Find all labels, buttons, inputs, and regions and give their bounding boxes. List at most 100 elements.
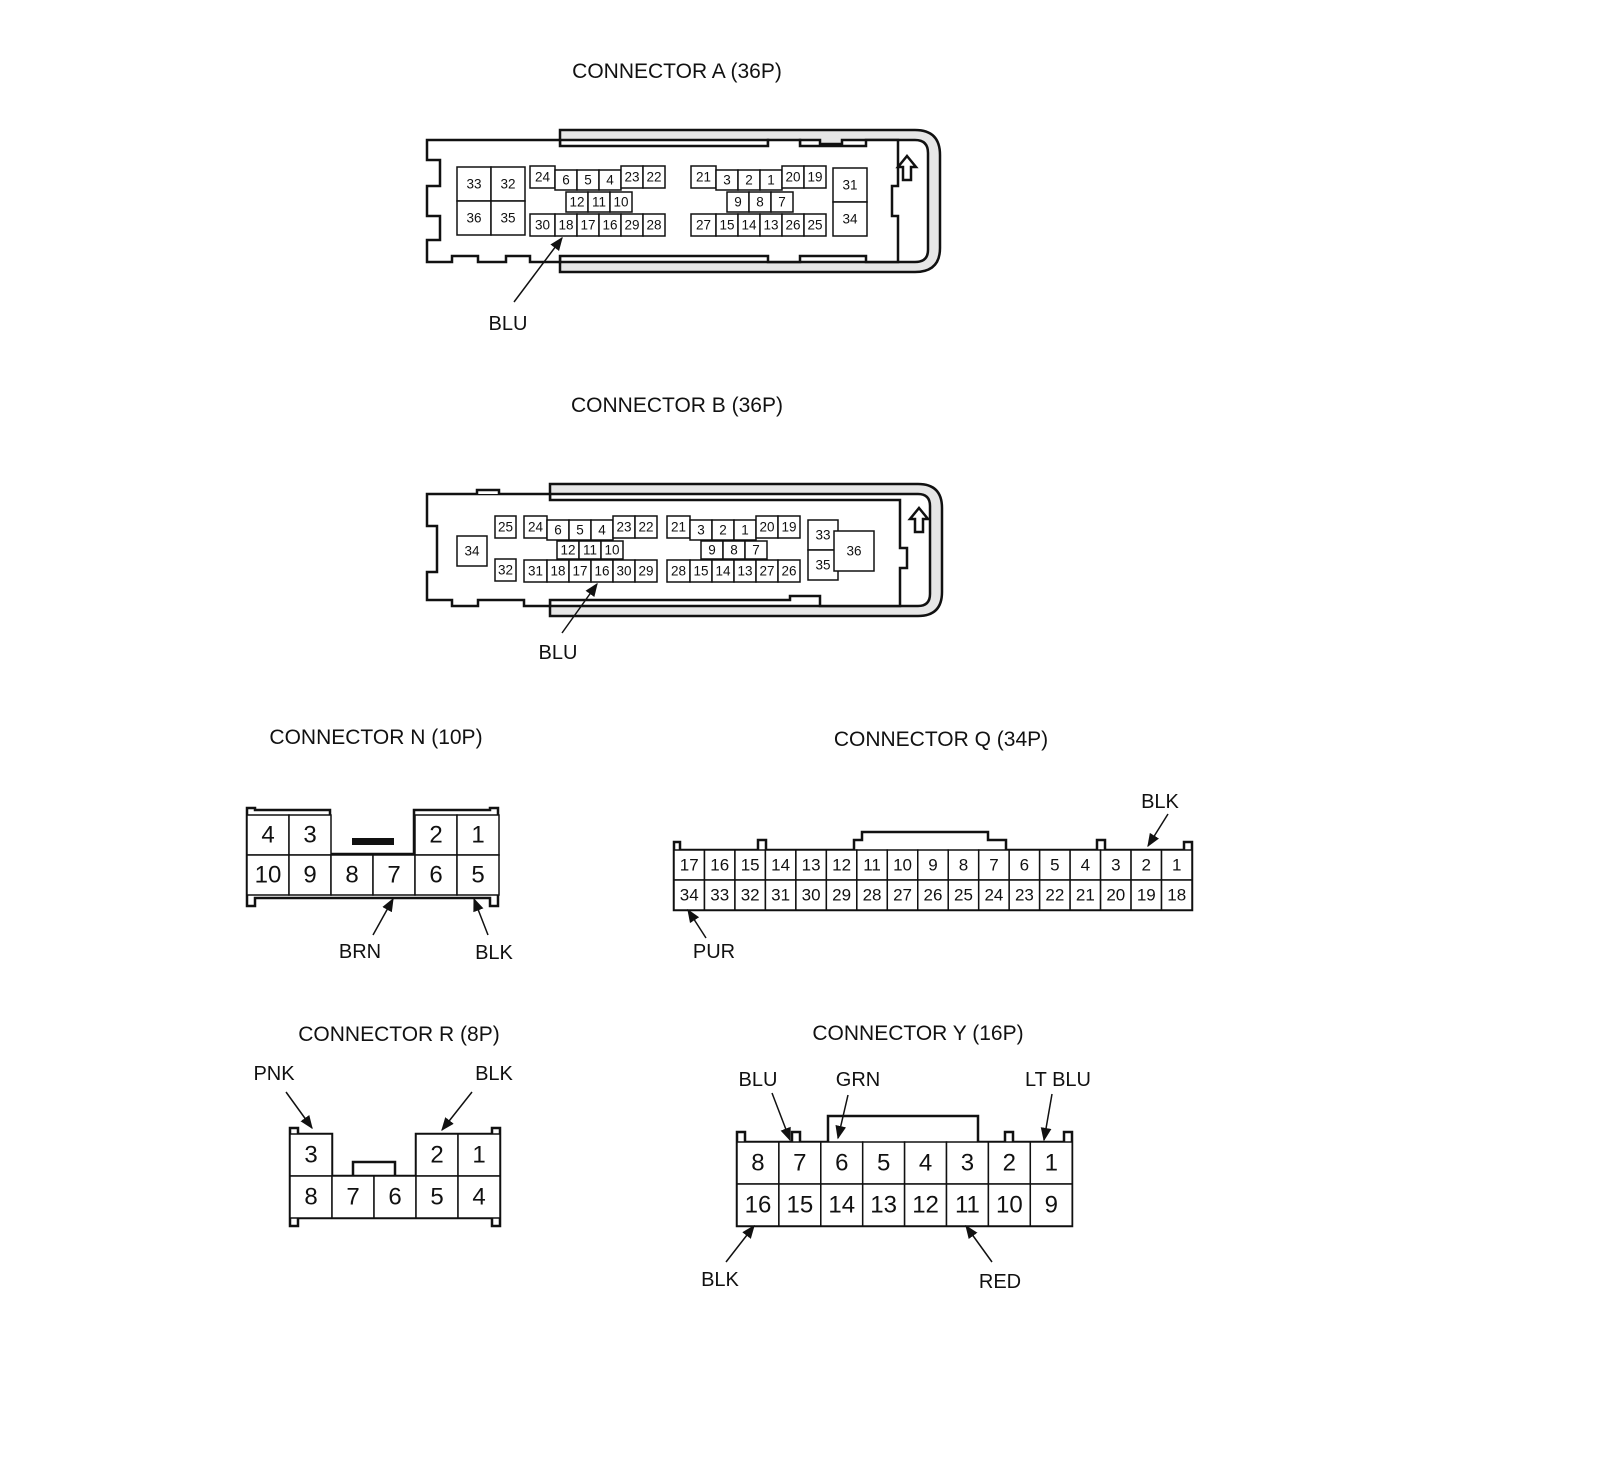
connector-y-pin-label: 7 bbox=[793, 1150, 806, 1177]
connector-b-pin-cell bbox=[807, 549, 839, 581]
connector-q-pin-label: 18 bbox=[1167, 886, 1186, 905]
connector-y-pin-label: 4 bbox=[919, 1150, 932, 1177]
connector-b-pin-label: 23 bbox=[616, 520, 631, 535]
connector-y-pin-label: 9 bbox=[1045, 1192, 1058, 1219]
connector-y-pin-cell bbox=[778, 1183, 822, 1227]
connector-b-pin-label: 6 bbox=[554, 523, 562, 538]
connector-y-pin-cell bbox=[1029, 1141, 1073, 1185]
connector-r-pnk-leader bbox=[285, 1091, 313, 1130]
connector-y-pin-13: 13 bbox=[861, 1183, 906, 1227]
connector-r-pin-cell bbox=[331, 1175, 375, 1219]
connector-b-tabs bbox=[475, 488, 501, 494]
connector-a-pin-label: 32 bbox=[500, 177, 515, 192]
connector-n-pin-6: 6 bbox=[414, 854, 458, 896]
connector-b-pin-cell bbox=[634, 559, 658, 583]
connector-b-pin-label: 10 bbox=[604, 543, 619, 558]
connector-q-pin-label: 11 bbox=[863, 856, 881, 875]
connector-a-pin-33: 33 bbox=[456, 166, 492, 202]
connector-a-pin-label: 17 bbox=[580, 218, 595, 233]
connector-r-key bbox=[351, 1160, 397, 1178]
connector-n-pin-label: 1 bbox=[471, 822, 484, 849]
connector-a-pin-10: 10 bbox=[609, 191, 633, 213]
connector-b-blu-leader bbox=[561, 582, 598, 634]
connector-b-pin-14: 14 bbox=[711, 559, 735, 583]
connector-q-pin-10: 10 bbox=[886, 849, 919, 881]
connector-y-pin-label: 1 bbox=[1045, 1150, 1058, 1177]
connector-r-pin-label: 7 bbox=[346, 1184, 359, 1211]
connector-n-pin-label: 5 bbox=[471, 862, 484, 889]
connector-b-pin-label: 18 bbox=[550, 564, 565, 579]
connector-a-pin-cell bbox=[609, 191, 633, 213]
connector-n-wire-blk: BLK bbox=[475, 942, 513, 964]
connector-y-pin-10: 10 bbox=[987, 1183, 1032, 1227]
connector-b-pin-label: 2 bbox=[719, 523, 727, 538]
connector-b-pin-26: 26 bbox=[777, 559, 801, 583]
connector-q-pur-leader bbox=[687, 908, 707, 939]
connector-b-pin-label: 15 bbox=[693, 564, 708, 579]
connector-a-pin-16: 16 bbox=[598, 213, 622, 237]
connector-y-wire-grn: GRN bbox=[836, 1069, 880, 1091]
connector-r-pin-1: 1 bbox=[457, 1133, 501, 1177]
connector-a-pin-3: 3 bbox=[715, 169, 739, 191]
connector-a-pin-17: 17 bbox=[576, 213, 600, 237]
connector-a-pin-cell bbox=[770, 191, 794, 213]
connector-b-pin-2: 2 bbox=[711, 519, 735, 541]
connector-b-pin-cell bbox=[744, 540, 768, 560]
connector-a-pin-20: 20 bbox=[781, 165, 805, 189]
connector-b-pin-cell bbox=[777, 515, 801, 539]
connector-r-pin-label: 1 bbox=[472, 1142, 485, 1169]
connector-y-pin-label: 14 bbox=[828, 1192, 855, 1219]
connector-b-pin-12: 12 bbox=[556, 540, 580, 560]
connector-b-pin-label: 22 bbox=[638, 520, 653, 535]
connector-q-pin-cell bbox=[1069, 879, 1102, 911]
connector-y-ltblu-leader bbox=[1040, 1093, 1053, 1142]
connector-n-pin-3: 3 bbox=[288, 814, 332, 856]
connector-q-pin-label: 5 bbox=[1050, 856, 1059, 875]
connector-a-pin-label: 8 bbox=[756, 195, 764, 210]
connector-q-pin-label: 7 bbox=[989, 856, 998, 875]
connector-q-pin-28: 28 bbox=[856, 879, 889, 911]
connector-y-pin-16: 16 bbox=[736, 1183, 780, 1227]
connector-a-pin-label: 6 bbox=[562, 173, 570, 188]
connector-q-pin-cell bbox=[1038, 879, 1071, 911]
connector-a-pin-label: 35 bbox=[500, 211, 515, 226]
connector-r-pin-label: 5 bbox=[430, 1184, 443, 1211]
connector-y-pin-3: 3 bbox=[945, 1141, 990, 1185]
connector-b-pin-label: 25 bbox=[498, 520, 513, 535]
connector-b-pin-7: 7 bbox=[744, 540, 768, 560]
connector-q-pin-cell bbox=[764, 849, 797, 881]
connector-b-pin-32: 32 bbox=[494, 558, 517, 582]
connector-a-pin-2: 2 bbox=[737, 169, 761, 191]
connector-b-pin-16: 16 bbox=[590, 559, 614, 583]
connector-q-wire-blk: BLK bbox=[1141, 791, 1179, 813]
connector-a-pin-label: 30 bbox=[535, 218, 550, 233]
connector-b-pin-label: 33 bbox=[815, 528, 830, 543]
connector-a-pin-cell bbox=[803, 213, 827, 237]
connector-q-pin-label: 32 bbox=[741, 886, 760, 905]
connector-b-wire-blu: BLU bbox=[539, 642, 578, 664]
connector-q-blk-leader bbox=[1147, 813, 1169, 848]
connector-b-pin-label: 24 bbox=[528, 520, 544, 535]
connector-q-pin-label: 10 bbox=[893, 856, 912, 875]
connector-a-pin-32: 32 bbox=[490, 166, 526, 202]
connector-b-pin-1: 1 bbox=[733, 519, 757, 541]
connector-a-pin-label: 23 bbox=[624, 170, 639, 185]
connector-q-pin-33: 33 bbox=[703, 879, 736, 911]
connector-r-pin-label: 3 bbox=[304, 1142, 317, 1169]
connector-a-pin-cell bbox=[642, 165, 666, 189]
connector-q-pin-18: 18 bbox=[1160, 879, 1193, 911]
connector-a-pin-label: 34 bbox=[842, 212, 858, 227]
connector-b-pin-15: 15 bbox=[689, 559, 713, 583]
connector-b-pin-label: 27 bbox=[759, 564, 774, 579]
connector-y-pin-1: 1 bbox=[1029, 1141, 1073, 1185]
connector-q-pin-label: 13 bbox=[802, 856, 821, 875]
connector-a-pin-label: 11 bbox=[592, 195, 606, 210]
connector-b-pin-cell bbox=[600, 540, 624, 560]
connector-q-pin-label: 33 bbox=[710, 886, 729, 905]
connector-a-pin-label: 24 bbox=[535, 170, 551, 185]
connector-n-pin-label: 7 bbox=[387, 862, 400, 889]
connector-y-pin-9: 9 bbox=[1029, 1183, 1073, 1227]
